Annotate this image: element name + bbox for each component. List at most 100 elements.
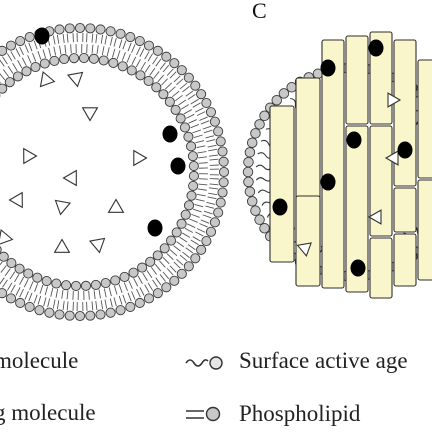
- lipid-tail: [103, 288, 107, 298]
- lipid-tail: [118, 295, 123, 305]
- lipid-tail: [184, 227, 194, 233]
- lipid-tail: [196, 111, 206, 116]
- lipid-tail: [195, 198, 205, 202]
- phospholipid-head: [186, 141, 197, 152]
- phospholipid-head: [145, 256, 156, 267]
- hydrophilic-drug-triangle: [107, 198, 125, 213]
- lipid-tail: [39, 284, 44, 294]
- lipid-tail: [88, 290, 90, 300]
- lipid-tail: [109, 36, 113, 46]
- lipid-tail: [179, 236, 188, 243]
- phospholipid-head: [152, 45, 163, 56]
- phospholipid-head: [125, 32, 136, 43]
- lipid-tail: [29, 281, 34, 290]
- phospholipid-head: [126, 65, 137, 76]
- lipid-tail: [161, 78, 168, 86]
- phospholipid-head: [105, 26, 116, 37]
- lipid-tail: [126, 54, 131, 63]
- phospholipid-head: [70, 280, 82, 291]
- phospholipid-head: [187, 151, 198, 162]
- phospholipid-head: [85, 23, 96, 34]
- lipid-tail: [158, 260, 166, 268]
- lipid-tail: [196, 145, 206, 149]
- lipid-tail: [198, 183, 208, 186]
- phospholipid-head: [64, 23, 75, 34]
- lipid-tail: [166, 68, 174, 76]
- lipid-tail: [173, 261, 181, 269]
- lipid-tail: [0, 73, 6, 81]
- left-bilayer: [0, 22, 230, 322]
- phospholipid-head: [176, 65, 187, 76]
- lipid-tail: [28, 292, 33, 302]
- phospholipid-head: [0, 288, 8, 299]
- phospholipid-head: [0, 83, 8, 94]
- phospholipid-head: [15, 297, 26, 309]
- lipid-tail: [52, 299, 56, 309]
- phospholipid-head: [246, 196, 258, 207]
- legend-phospholipid-label: Phospholipid: [239, 401, 361, 426]
- lipid-tail: [23, 278, 29, 288]
- phospholipid-head: [90, 279, 101, 290]
- phospholipid-head: [183, 72, 194, 83]
- lipid-tail: [140, 61, 146, 71]
- lipophilic-drug-dot: [147, 219, 163, 237]
- lipid-tail: [154, 263, 162, 272]
- lipid-tail: [62, 33, 65, 44]
- phospholipid-head: [183, 131, 194, 142]
- lipid-tail: [202, 214, 212, 219]
- phospholipid-head: [165, 235, 177, 246]
- lipid-tail: [9, 271, 16, 280]
- phospholipid-head: [176, 268, 187, 279]
- lipid-tail: [187, 244, 196, 250]
- lipid-tail: [108, 287, 112, 297]
- panel-label-c: C: [252, 0, 267, 23]
- surfactant-legend-icon: [185, 359, 209, 367]
- lipid-tail: [111, 48, 116, 58]
- lipid-tail: [0, 261, 3, 266]
- lamellar-compartment: [345, 125, 369, 293]
- lipophilic-drug-dot: [346, 131, 362, 149]
- lipid-tail: [207, 144, 217, 148]
- lipid-tail: [192, 102, 201, 108]
- lipid-tail: [91, 44, 94, 54]
- phospholipid-head: [196, 244, 207, 255]
- lipid-tail: [139, 287, 145, 296]
- lipid-tail: [6, 282, 13, 291]
- lipid-tail: [98, 289, 101, 299]
- lipid-tail: [136, 288, 141, 298]
- lipid-tail: [136, 46, 141, 56]
- lipid-tail: [205, 205, 215, 209]
- lipid-tail: [95, 300, 98, 311]
- lipid-tail: [192, 236, 201, 242]
- phospholipid-head: [158, 89, 169, 100]
- phospholipid-head: [115, 28, 126, 39]
- panel-c-drug-dots: [272, 39, 413, 277]
- lipid-tail: [185, 247, 194, 254]
- phospholipid-head: [250, 205, 261, 216]
- phospholipid-head: [179, 122, 190, 133]
- phospholipid-head: [0, 45, 8, 56]
- lipid-tail: [6, 53, 13, 62]
- phospholipid-head: [278, 88, 290, 99]
- phospholipid-head: [218, 177, 229, 188]
- phospholipid-head: [259, 222, 270, 234]
- lipid-tail: [33, 40, 38, 50]
- hydrophilic-drug-triangle: [62, 169, 77, 187]
- phospholipid-head: [24, 32, 35, 43]
- phospholipid-head: [164, 96, 175, 107]
- lamellar-compartment: [417, 179, 432, 281]
- lipid-tail: [91, 301, 94, 311]
- lipid-tail: [44, 286, 49, 296]
- lipid-tail: [152, 279, 158, 288]
- lipid-tail: [4, 268, 11, 277]
- lipid-tail: [10, 284, 16, 293]
- lipid-tail: [185, 90, 194, 97]
- hydrophilic-drug-triangle: [66, 71, 84, 88]
- lipid-tail: [155, 58, 162, 67]
- lipid-tail: [131, 56, 137, 66]
- lipid-tail: [162, 271, 170, 280]
- phospholipid-head: [218, 166, 230, 178]
- hydrophilic-drug-triangle: [53, 238, 71, 253]
- lipid-tail: [153, 71, 160, 79]
- phospholipid-head: [190, 80, 201, 91]
